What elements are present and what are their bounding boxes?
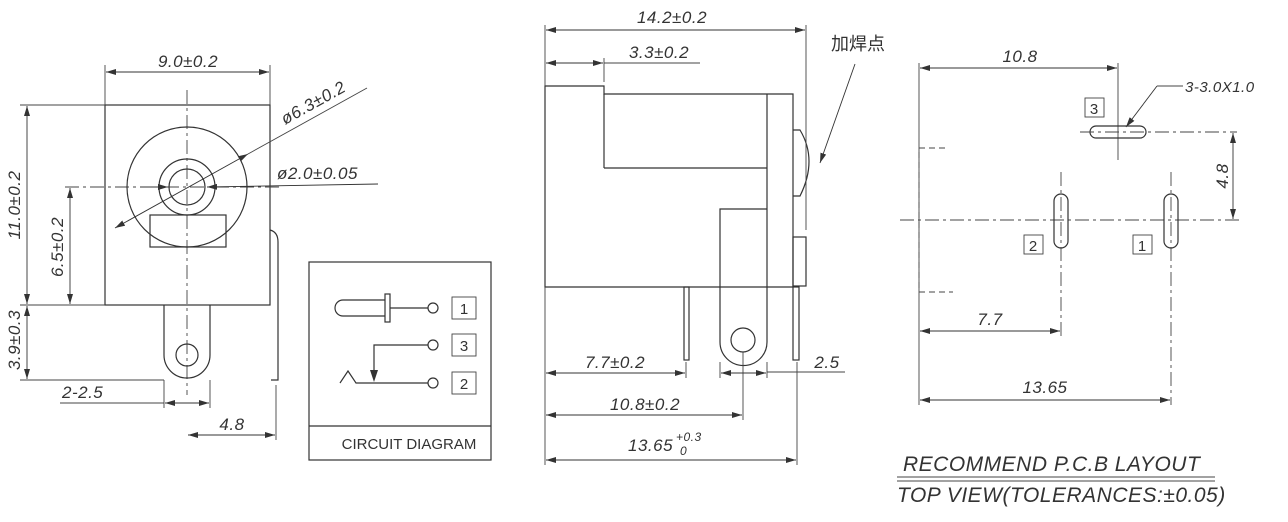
- side-tab-hole: [730, 327, 756, 353]
- center-height-dim: 6.5±0.2: [48, 217, 67, 277]
- tab-terminal: [163, 305, 211, 379]
- solder-note: 加焊点: [831, 34, 885, 54]
- outer-diameter-leader: [114, 153, 249, 229]
- pin1-tol-upper: +0.3: [676, 430, 702, 444]
- solder-leader: [819, 63, 856, 164]
- pin-2: [683, 286, 690, 361]
- jack-body-side: [544, 85, 794, 288]
- jack-body-front: [104, 104, 271, 306]
- circuit-diagram-title: CIRCUIT DIAGRAM: [342, 436, 477, 453]
- pin-1: [792, 286, 800, 361]
- slot1-x-dim: 13.65: [1022, 378, 1067, 397]
- circuit-pin-3: 3: [460, 338, 468, 355]
- pcb-pin-2: 2: [1029, 238, 1037, 255]
- side-tab: [719, 287, 768, 367]
- tab-dim: 2.5: [813, 353, 839, 372]
- contact-spring: [149, 214, 227, 248]
- pin2-dim: 7.7±0.2: [585, 353, 645, 372]
- pin3-dim: 10.8±0.2: [610, 395, 680, 414]
- pcb-pin-1: 1: [1138, 238, 1146, 255]
- sleeve-symbol: [339, 369, 428, 384]
- side-view: 14.2±0.2 3.3±0.2 加焊点 7.7±0.2 10.8±0.2 13…: [544, 8, 885, 465]
- pin1-tol-lower: 0: [680, 444, 687, 458]
- outer-diameter-dim: ø6.3±0.2: [278, 77, 349, 128]
- slot-spec: 3-3.0X1.0: [1185, 79, 1255, 96]
- slot-spec-leader: [1125, 85, 1158, 128]
- body-outline-dashed: [918, 147, 953, 293]
- pin-diameter-leader: [206, 183, 379, 190]
- pcb-layout: 10.8 3 3-3.0X1.0 2 1 4.8 7.7 13.65 RECOM…: [897, 47, 1255, 507]
- switch-symbol: [373, 344, 428, 372]
- pcb-layout-subtitle: TOP VIEW(TOLERANCES:±0.05): [897, 484, 1226, 507]
- step-dim: 3.3±0.2: [629, 43, 689, 62]
- tab-length-dim: 3.9±0.3: [5, 310, 24, 370]
- length-dim: 14.2±0.2: [637, 8, 707, 27]
- pcb-pin-3: 3: [1090, 101, 1098, 118]
- solder-point: [793, 129, 810, 197]
- pin-diameter-dim: ø2.0±0.05: [277, 164, 358, 183]
- width-dim: 9.0±0.2: [158, 52, 218, 71]
- circuit-diagram: 1 3 2 CIRCUIT DIAGRAM: [308, 261, 492, 461]
- height-dim: 11.0±0.2: [5, 171, 24, 240]
- pcb-layout-title: RECOMMEND P.C.B LAYOUT: [903, 453, 1202, 476]
- pin1-dim: 13.65: [628, 436, 673, 455]
- side-pin: [269, 229, 279, 381]
- tab-width-dim: 2-2.5: [61, 383, 103, 402]
- slot2-x-dim: 7.7: [977, 310, 1002, 329]
- slot3-y-dim: 4.8: [1213, 163, 1232, 188]
- slot3-x-dim: 10.8: [1002, 47, 1037, 66]
- circuit-pin-2: 2: [460, 376, 468, 393]
- front-view: 9.0±0.2 11.0±0.2 6.5±0.2 3.9±0.3 ø6.3±0.…: [5, 52, 379, 440]
- center-pin-symbol: [334, 299, 385, 317]
- circuit-pin-1: 1: [460, 301, 468, 318]
- pin-offset-dim: 4.8: [219, 415, 244, 434]
- tab-hole: [175, 343, 199, 367]
